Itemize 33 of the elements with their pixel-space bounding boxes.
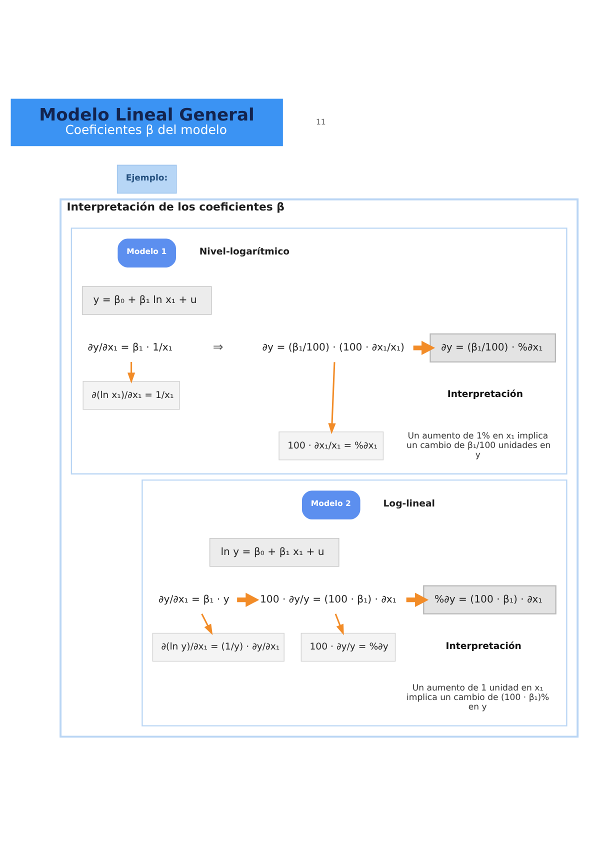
arrow [328,362,336,434]
arrow [406,592,429,607]
label: 11 [316,117,326,126]
node-label: Log-lineal [383,498,435,510]
label: Un aumento de 1 unidad en x₁ implica un cambio de (100 · β₁)% en y [406,684,550,712]
label: Interpretación [446,640,522,652]
node-label: Nivel-logarítmico [199,246,290,258]
node-box: ln y = β₀ + β₁ x₁ + u [209,538,340,567]
node-box: ∂(ln y)/∂x₁ = (1/y) · ∂y/∂x₁ [152,632,284,662]
arrow [127,362,136,384]
arrow [201,614,213,636]
arrow [413,340,436,356]
node-text: ∂y/∂x₁ = β₁ · 1/x₁ [88,342,172,354]
node-box: 100 · ∂x₁/x₁ = %∂x₁ [278,432,384,460]
node-box: Modelo 1 [118,238,176,268]
label: Interpretación [447,388,524,400]
label: Un aumento de 1% en x₁ implica un cambio de β₁/100 unidades en y [406,432,551,460]
node-text: ∂y = (β₁/100) · (100 · ∂x₁/x₁) [262,342,404,354]
node-box: 100 · ∂y/y = %∂y [300,632,396,662]
node-box: Ejemplo: [116,164,177,194]
arrow [334,614,344,636]
node-box: Modelo 2 [302,490,360,520]
arrow [237,592,260,607]
node-box: ∂(ln x₁)/∂x₁ = 1/x₁ [82,380,180,410]
node-box: ∂y = (β₁/100) · %∂x₁ [430,333,556,362]
node-box: y = β₀ + β₁ ln x₁ + u [82,286,212,315]
node-text: ∂y/∂x₁ = β₁ · y [158,594,230,606]
label: ⇒ [212,338,224,354]
node-box: %∂y = (100 · β₁) · ∂x₁ [423,585,556,614]
cluster [142,480,568,726]
node-box: Modelo Lineal General Coeficientes β del modelo [10,98,283,146]
cluster [70,228,568,474]
node-text: 100 · ∂y/y = (100 · β₁) · ∂x₁ [260,594,396,606]
